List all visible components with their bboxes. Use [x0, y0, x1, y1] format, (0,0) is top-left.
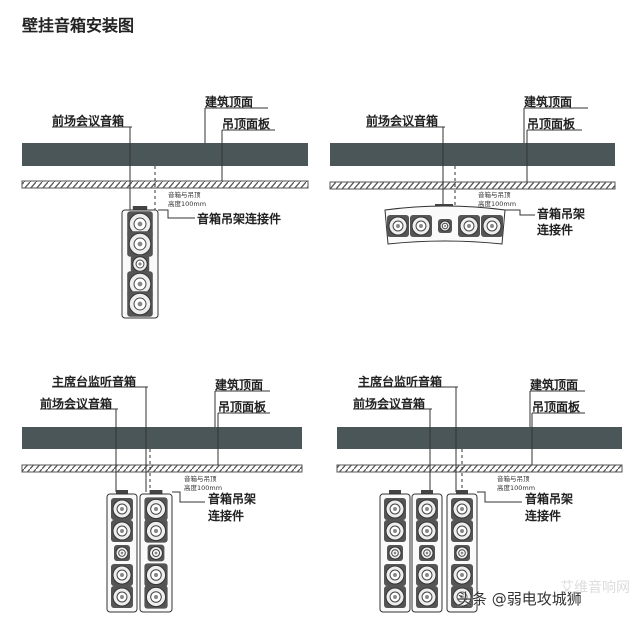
label-bracket-line1: 音箱吊架: [537, 207, 586, 221]
column-speaker: [379, 490, 411, 613]
woofer-driver: [451, 520, 473, 542]
credit-watermark: 头条 @弱电攻城狮: [457, 590, 582, 608]
label-front-speaker: 前场会议音箱: [52, 114, 125, 128]
woofer-driver: [127, 211, 153, 237]
label-ceiling-panel: 吊顶面板: [532, 400, 581, 414]
horizontal-speaker: [384, 204, 506, 245]
label-height-line1: 音箱与吊顶: [478, 191, 511, 199]
label-bracket-line2: 连接件: [525, 509, 562, 523]
woofer-driver: [111, 498, 133, 520]
column-speaker: [139, 490, 173, 613]
label-ceiling-panel: 吊顶面板: [222, 117, 271, 131]
tweeter: [419, 545, 435, 561]
woofer-driver: [481, 215, 503, 237]
label-front-speaker: 前场会议音箱: [40, 397, 113, 411]
label-building-ceiling: 建筑顶面: [530, 378, 579, 392]
woofer-driver: [410, 215, 432, 237]
woofer-driver: [451, 586, 473, 608]
woofer-driver: [144, 519, 168, 543]
panel-3-two-speakers: [21, 386, 303, 503]
building-ceiling-slab: [22, 427, 302, 449]
label-ceiling-panel: 吊顶面板: [218, 400, 267, 414]
label-building-ceiling: 建筑顶面: [205, 95, 254, 109]
woofer-driver: [416, 586, 438, 608]
label-ceiling-panel: 吊顶面板: [527, 117, 576, 131]
building-ceiling-slab: [330, 143, 615, 166]
woofer-driver: [144, 585, 168, 609]
label-height-line2: 高度100mm: [184, 484, 223, 492]
label-bracket-line2: 连接件: [208, 509, 245, 523]
label-bracket-connector: 音箱吊架连接件: [197, 212, 282, 226]
label-height-line2: 高度100mm: [497, 484, 536, 492]
tweeter: [454, 545, 470, 561]
woofer-driver: [384, 586, 406, 608]
tweeter: [147, 544, 165, 562]
woofer-driver: [451, 564, 473, 586]
suspended-ceiling-panel: [21, 180, 309, 189]
tweeter: [387, 545, 403, 561]
suspended-ceiling-panel: [329, 181, 616, 190]
label-bracket-line1: 音箱吊架: [208, 492, 257, 506]
label-building-ceiling: 建筑顶面: [524, 95, 573, 109]
woofer-driver: [111, 520, 133, 542]
label-height-line2: 高度100mm: [168, 200, 207, 208]
column-speaker: [121, 206, 159, 319]
page-title: 壁挂音箱安装图: [22, 16, 135, 35]
building-ceiling-slab: [22, 143, 308, 166]
woofer-driver: [416, 498, 438, 520]
tweeter: [438, 219, 452, 233]
woofer-driver: [451, 498, 473, 520]
label-bracket-line1: 音箱吊架: [525, 492, 574, 506]
woofer-driver: [458, 215, 480, 237]
woofer-driver: [127, 231, 153, 257]
label-front-speaker: 前场会议音箱: [366, 114, 439, 128]
woofer-driver: [111, 586, 133, 608]
label-podium-monitor: 主席台监听音箱: [52, 375, 137, 389]
panel-2-horizontal-speaker: [329, 107, 616, 216]
label-height-line1: 音箱与吊顶: [168, 191, 201, 199]
faint-watermark: 艾维音响网: [560, 580, 630, 596]
panel-4-three-speakers: [336, 386, 623, 503]
label-front-speaker: 前场会议音箱: [353, 397, 426, 411]
woofer-driver: [111, 564, 133, 586]
tweeter: [114, 545, 130, 561]
woofer-driver: [416, 520, 438, 542]
woofer-driver: [384, 520, 406, 542]
woofer-driver: [384, 498, 406, 520]
panel-1-vertical-speaker: [21, 107, 309, 219]
column-speaker: [106, 490, 138, 613]
label-height-line1: 音箱与吊顶: [184, 475, 217, 483]
woofer-driver: [144, 563, 168, 587]
woofer-driver: [144, 497, 168, 521]
building-ceiling-slab: [337, 427, 622, 449]
column-speaker: [411, 490, 443, 613]
label-podium-monitor: 主席台监听音箱: [358, 375, 443, 389]
column-speaker: [446, 490, 478, 613]
woofer-driver: [127, 291, 153, 317]
suspended-ceiling-panel: [336, 464, 623, 473]
woofer-driver: [387, 215, 409, 237]
label-bracket-line2: 连接件: [537, 223, 574, 237]
tweeter: [130, 254, 150, 274]
woofer-driver: [416, 564, 438, 586]
label-height-line1: 音箱与吊顶: [497, 475, 530, 483]
label-building-ceiling: 建筑顶面: [215, 378, 264, 392]
woofer-driver: [384, 564, 406, 586]
label-height-line2: 高度100mm: [478, 200, 517, 208]
suspended-ceiling-panel: [21, 464, 303, 473]
